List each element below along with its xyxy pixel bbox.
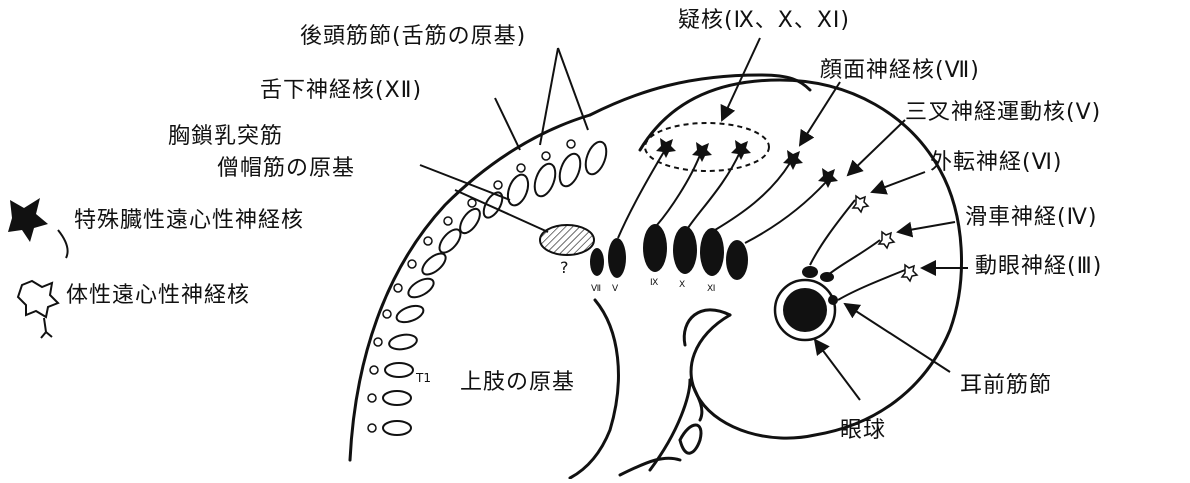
arch-label: Ⅸ — [650, 278, 658, 288]
label-scm: 胸鎖乳突筋 — [168, 126, 283, 148]
sve-nuclei — [656, 138, 838, 188]
legend-open-star-icon — [18, 281, 58, 317]
label-somatic-efferent: 体性遠心性神経核 — [66, 285, 250, 307]
label-facial-nucleus: 顔面神経核(Ⅶ) — [820, 60, 980, 82]
arch-label: Ⅶ — [591, 284, 601, 294]
nerve-fibers — [618, 150, 905, 300]
label-trochlear-nerve: 滑車神経(Ⅳ) — [965, 207, 1097, 229]
arch-label: Ⅹ — [679, 280, 685, 290]
arch-muscles — [590, 224, 748, 280]
label-t1: T1 — [416, 372, 431, 384]
label-oculomotor-nerve: 動眼神経(Ⅲ) — [975, 256, 1102, 278]
somatic-efferent-nuclei — [853, 196, 917, 281]
label-special-visceral-efferent: 特殊臓性遠心性神経核 — [74, 210, 304, 232]
label-upper-limb-primordium: 上肢の原基 — [460, 372, 575, 394]
label-trigeminal-motor-nucleus: 三叉神経運動核(Ⅴ) — [905, 102, 1101, 124]
label-hypoglossal-nucleus: 舌下神経核(ⅩⅡ) — [260, 80, 422, 102]
label-nucleus-ambiguus: 疑核(Ⅸ、Ⅹ、ⅩⅠ) — [678, 10, 850, 32]
arch-label: Ⅴ — [612, 284, 618, 294]
label-eyeball: 眼球 — [840, 420, 886, 442]
label-trapezius-primordium: 僧帽筋の原基 — [217, 158, 355, 180]
scm-trapezius-primordium — [540, 225, 594, 255]
label-occipital-somites: 後頭筋節(舌筋の原基) — [300, 26, 526, 48]
arch-label: Ⅺ — [707, 284, 715, 294]
eyeball — [775, 266, 838, 340]
label-abducens-nerve: 外転神経(Ⅵ) — [930, 152, 1062, 174]
label-question-mark: ? — [560, 260, 569, 276]
label-preotic-somites: 耳前筋節 — [960, 375, 1052, 397]
legend-black-star-icon — [8, 198, 48, 242]
